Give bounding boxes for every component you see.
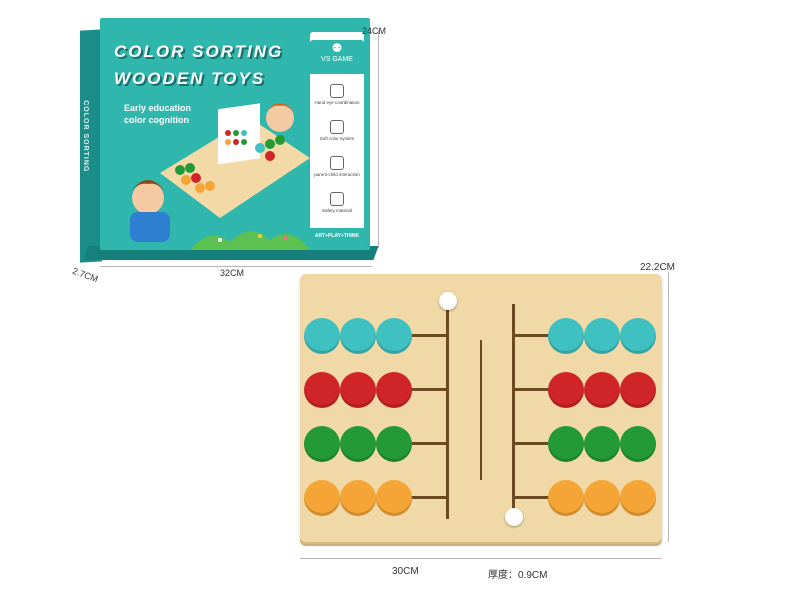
palette-icon (330, 120, 344, 134)
peg-right[interactable] (584, 426, 620, 462)
row-track-right (514, 496, 552, 499)
feature-item: Soft color system (310, 120, 364, 141)
feature-label: Hand eye coordination (314, 100, 360, 105)
box-title: COLOR SORTING WOODEN TOYS (114, 38, 283, 92)
peg-left[interactable] (340, 426, 376, 462)
center-groove (480, 340, 482, 480)
box-subtitle-line2: color cognition (124, 115, 189, 125)
peg-left[interactable] (304, 372, 340, 408)
box-side-text: COLOR SORTING (82, 100, 89, 173)
hand-eye-icon (330, 84, 344, 98)
peg-right[interactable] (620, 480, 656, 516)
board-width-line (300, 558, 662, 559)
feature-label: parent-child interaction (314, 172, 360, 177)
bottom-slider-knob[interactable] (505, 508, 523, 526)
peg-right[interactable] (584, 372, 620, 408)
peg-left[interactable] (376, 372, 412, 408)
peg-left[interactable] (340, 372, 376, 408)
panel-footer: ART+PLAY+THINK (310, 228, 364, 244)
feature-label: Safety material (321, 208, 352, 213)
peg-left[interactable] (340, 318, 376, 354)
peg-left[interactable] (304, 426, 340, 462)
board-width-label: 30CM (392, 566, 419, 577)
row-track-right (514, 442, 552, 445)
row-track-left (410, 442, 448, 445)
feature-item: Safety material (310, 192, 364, 213)
box-height-label: 24CM (362, 26, 387, 36)
peg-left[interactable] (340, 480, 376, 516)
box-front-cover: COLOR SORTING WOODEN TOYS Early educatio… (100, 18, 370, 250)
board-height-label: 22.2CM (640, 262, 676, 273)
board-edge (300, 540, 662, 546)
box-title-line1: COLOR SORTING (114, 42, 284, 61)
peg-left[interactable] (304, 318, 340, 354)
peg-right[interactable] (584, 480, 620, 516)
right-track-groove (512, 304, 515, 519)
feature-label: Soft color system (319, 136, 355, 141)
peg-left[interactable] (376, 426, 412, 462)
sorting-board (300, 274, 662, 542)
peg-left[interactable] (304, 480, 340, 516)
row-track-left (410, 334, 448, 337)
leaf-icon (330, 192, 344, 206)
board-height-line (668, 272, 669, 542)
vs-game-header: ⚉ VS GAME (310, 40, 364, 74)
row-track-left (410, 388, 448, 391)
peg-right[interactable] (620, 426, 656, 462)
box-width-label: 32CM (220, 268, 245, 278)
left-track-groove (446, 304, 449, 519)
box-cover-illustration (130, 103, 310, 242)
box-info-panel: ⚉ VS GAME Hand eye coordination Soft col… (310, 32, 364, 244)
peg-right[interactable] (620, 318, 656, 354)
box-depth-label: 2.7CM (71, 265, 100, 285)
family-icon (330, 156, 344, 170)
box-grass-decoration (190, 231, 310, 250)
box-side-panel: COLOR SORTING (80, 29, 102, 263)
feature-item: Hand eye coordination (310, 84, 364, 105)
row-track-left (410, 496, 448, 499)
peg-right[interactable] (620, 372, 656, 408)
box-width-line (100, 266, 372, 267)
peg-right[interactable] (548, 480, 584, 516)
box-title-line2: WOODEN TOYS (114, 69, 266, 88)
box-subtitle: Early education color cognition (124, 102, 191, 126)
box-height-line (378, 30, 379, 248)
peg-right[interactable] (548, 426, 584, 462)
top-slider-knob[interactable] (439, 292, 457, 310)
peg-right[interactable] (548, 318, 584, 354)
peg-left[interactable] (376, 480, 412, 516)
peg-left[interactable] (376, 318, 412, 354)
box-subtitle-line1: Early education (124, 103, 192, 113)
row-track-right (514, 388, 552, 391)
vs-game-label: VS GAME (321, 56, 353, 63)
controller-icon: ⚉ (331, 41, 343, 55)
feature-item: parent-child interaction (310, 156, 364, 177)
board-thickness-label: 厚度：0.9CM (488, 570, 548, 581)
peg-right[interactable] (584, 318, 620, 354)
peg-right[interactable] (548, 372, 584, 408)
row-track-right (514, 334, 552, 337)
